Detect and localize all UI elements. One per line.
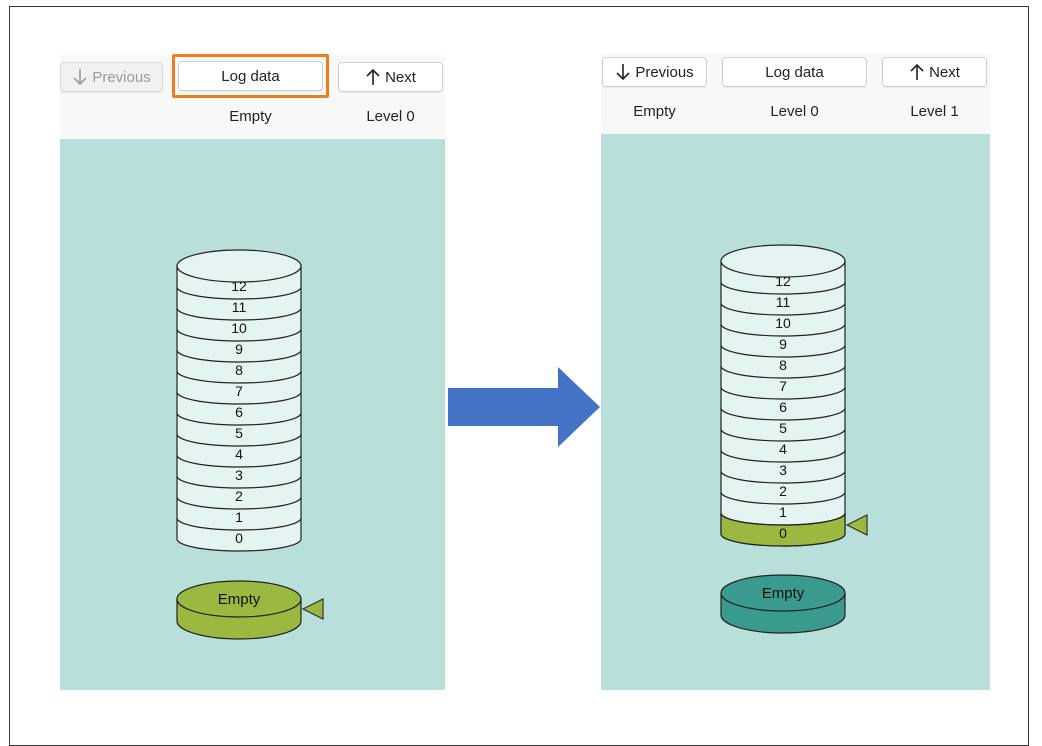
arrow-down-icon	[72, 68, 88, 86]
right-next-label: Next	[929, 63, 960, 81]
right-stack-level-7: 7	[720, 365, 846, 394]
left-previous-label: Previous	[92, 68, 151, 86]
right-stack-level-2: 2	[720, 470, 846, 499]
right-stack-label-5: 5	[779, 420, 787, 436]
right-stack-level-1: 1	[720, 491, 846, 520]
right-stack-label-0: 0	[779, 525, 787, 541]
left-stack-label-4: 4	[235, 446, 243, 462]
right-stack-label-1: 1	[779, 504, 787, 520]
left-stack-level-9: 9	[176, 328, 302, 357]
log-data-highlight	[172, 54, 329, 98]
right-log-data-label: Log data	[765, 63, 824, 81]
left-stack-label-3: 3	[235, 467, 243, 483]
right-previous-button[interactable]: Previous	[602, 57, 707, 87]
right-stack-label-11: 11	[776, 294, 791, 310]
left-stack-level-7: 7	[176, 370, 302, 399]
left-current-block: Empty	[176, 580, 324, 640]
left-log-data-label: Log data	[221, 67, 280, 85]
right-stack-label-10: 10	[775, 315, 791, 331]
arrow-up-icon	[365, 68, 381, 86]
left-stack-level-1: 1	[176, 496, 302, 525]
right-stack-label-3: 3	[779, 462, 787, 478]
right-stack-top-cap	[720, 244, 846, 278]
left-next-label: Next	[385, 68, 416, 86]
right-stack-label-7: 7	[779, 378, 787, 394]
right-previous-label: Previous	[635, 63, 694, 81]
right-stack-level-5: 5	[720, 407, 846, 436]
right-stack-level-8: 8	[720, 344, 846, 373]
left-stack-label-2: 2	[235, 488, 243, 504]
right-stack-level-0: 0	[720, 512, 868, 547]
left-stack-top-cap	[176, 249, 302, 283]
right-log-data-button[interactable]: Log data	[722, 57, 867, 87]
right-stack-label-8: 8	[779, 357, 787, 373]
left-stack-level-0: 0	[176, 517, 302, 546]
right-label-previous: Empty	[633, 103, 676, 120]
right-stack-label-2: 2	[779, 483, 787, 499]
left-stack-label-11: 11	[232, 299, 247, 315]
left-next-button[interactable]: Next	[338, 62, 443, 92]
right-current-block-label: Empty	[762, 585, 805, 602]
left-stack-label-6: 6	[235, 404, 243, 420]
right-stack-label-4: 4	[779, 441, 787, 457]
right-stack-level-4: 4	[720, 428, 846, 457]
left-log-data-button[interactable]: Log data	[178, 61, 323, 91]
right-current-block: Empty	[720, 574, 846, 634]
right-stack-level-10: 10	[720, 302, 846, 331]
left-stack-level-3: 3	[176, 454, 302, 483]
left-stack-label-5: 5	[235, 425, 243, 441]
right-next-button[interactable]: Next	[882, 57, 987, 87]
left-stack-level-6: 6	[176, 391, 302, 420]
left-stack-label-10: 10	[231, 320, 247, 336]
left-block-pointer-icon	[301, 598, 324, 620]
left-current-block-label: Empty	[218, 591, 261, 608]
right-stack-label-9: 9	[779, 336, 787, 352]
right-stack-level-6: 6	[720, 386, 846, 415]
left-stack-level-11: 11	[176, 286, 302, 315]
right-stack-level-11: 11	[720, 281, 846, 310]
left-stack-body	[176, 265, 302, 552]
right-stack-label-6: 6	[779, 399, 787, 415]
left-stack-level-10: 10	[176, 307, 302, 336]
left-stack-label-9: 9	[235, 341, 243, 357]
left-stack-level-8: 8	[176, 349, 302, 378]
arrow-right-icon	[448, 367, 600, 447]
right-label-next: Level 1	[910, 103, 959, 120]
left-stack-label-1: 1	[235, 509, 243, 525]
right-stack-level-3: 3	[720, 449, 846, 478]
left-label-next: Level 0	[366, 108, 415, 125]
right-label-current: Level 0	[770, 103, 819, 120]
arrow-up-icon	[909, 63, 925, 81]
left-stack-level-5: 5	[176, 412, 302, 441]
arrow-down-icon	[615, 63, 631, 81]
left-stack-label-0: 0	[235, 530, 243, 546]
left-stack-label-8: 8	[235, 362, 243, 378]
left-label-current: Empty	[229, 108, 272, 125]
right-write-pointer-icon	[845, 514, 868, 536]
left-stack-label-7: 7	[235, 383, 243, 399]
right-stack-level-9: 9	[720, 323, 846, 352]
left-stack-level-4: 4	[176, 433, 302, 462]
left-stack-level-2: 2	[176, 475, 302, 504]
left-previous-button[interactable]: Previous	[60, 62, 163, 92]
